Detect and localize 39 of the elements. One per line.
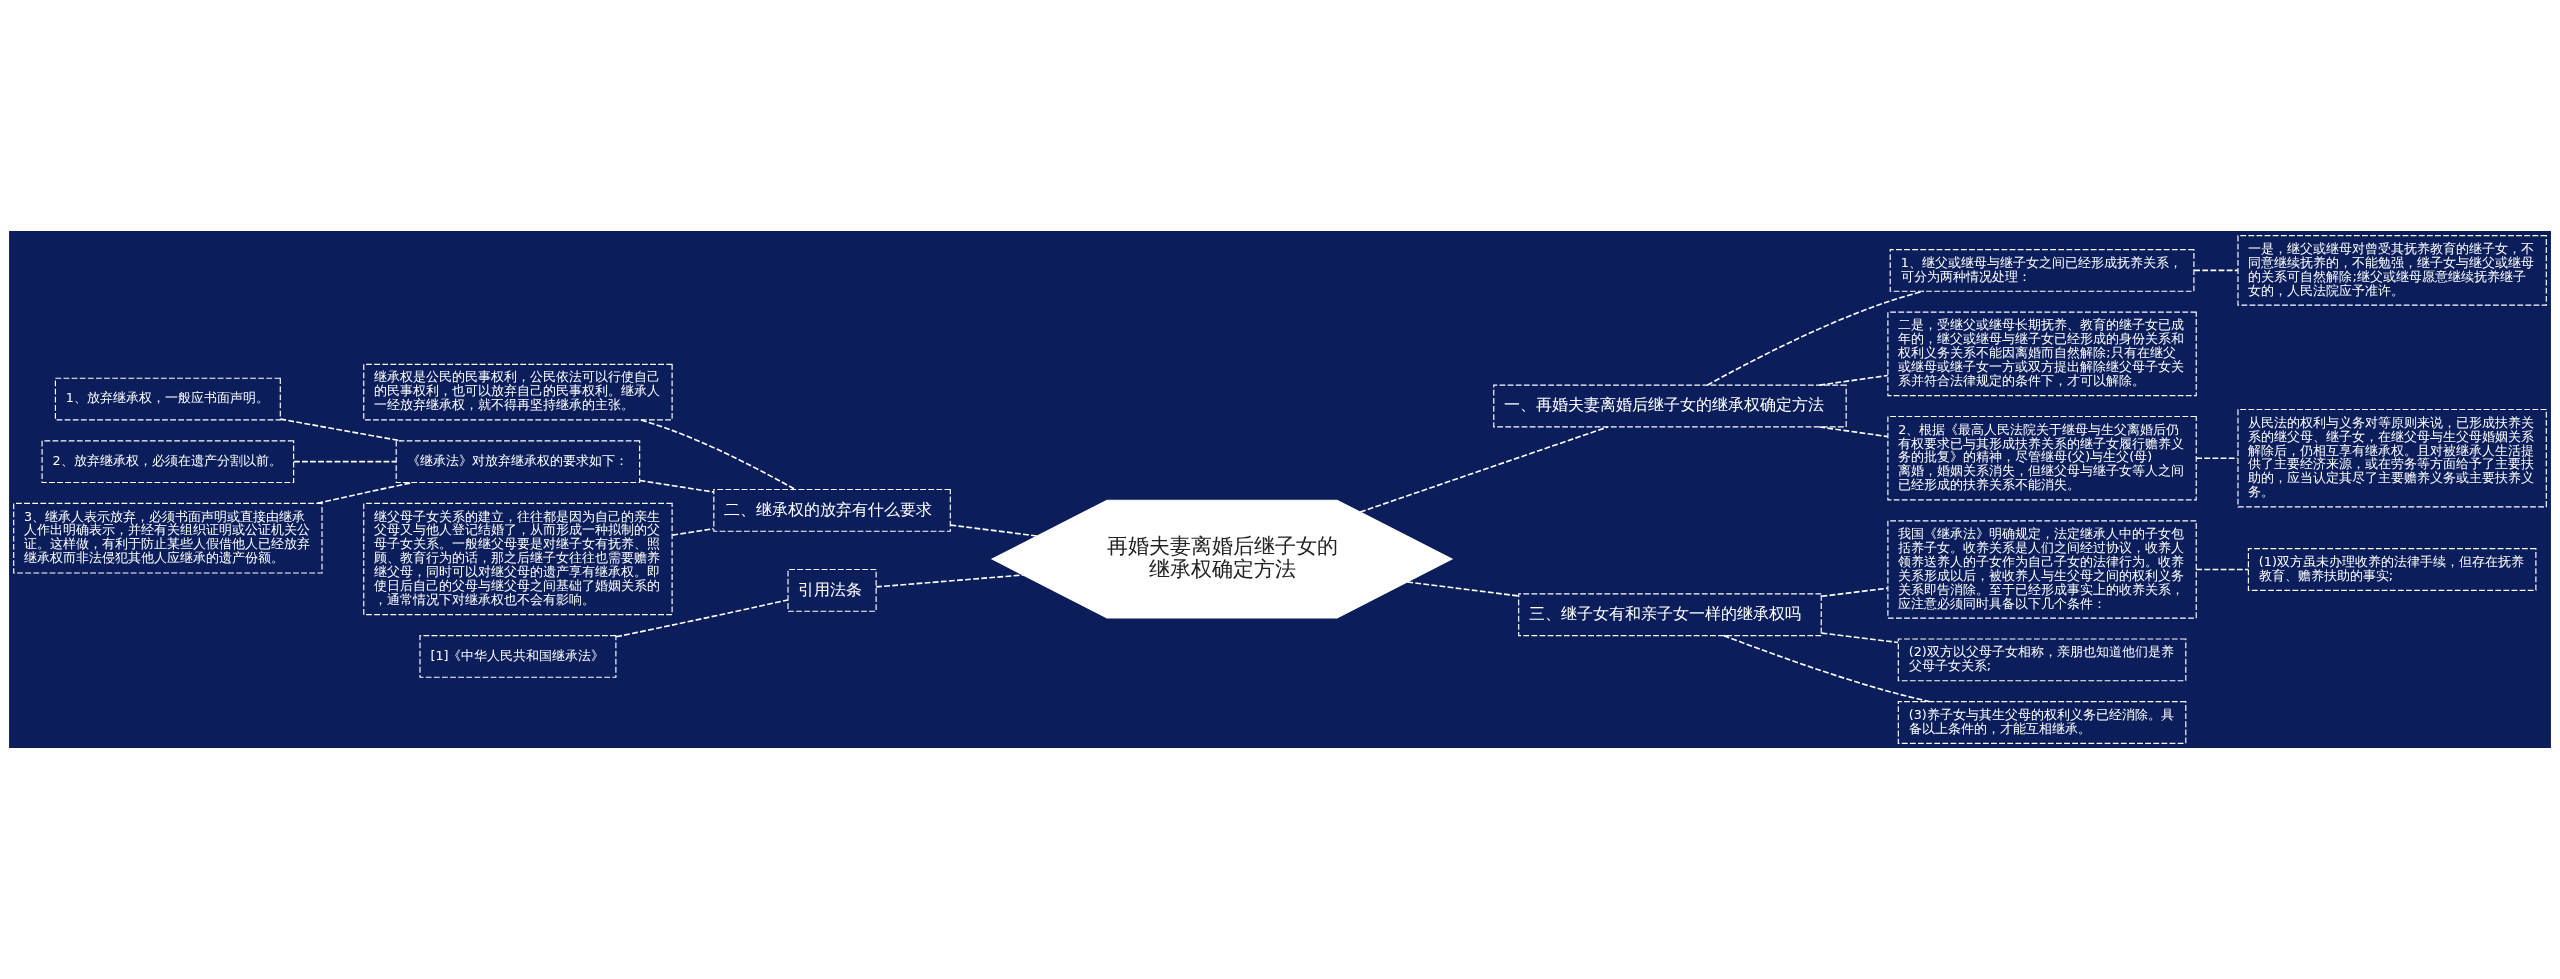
node-box: 三、继子女有和亲子女一样的继承权吗	[1518, 593, 1822, 637]
connector	[1820, 632, 1899, 644]
connector	[1818, 426, 1889, 438]
node-box: 1、放弃继承权，一般应书面声明。	[54, 377, 281, 421]
node-box: 二、继承权的放弃有什么要求	[713, 488, 951, 532]
node-box: 一、再婚夫妻离婚后继子女的继承权确定方法	[1493, 384, 1847, 428]
node-box: 一是，继父或继母对曾受其抚养教育的继子女，不同意继续抚养的，不能勉强，继子女与继父或继母的关系可自然解除;继父或继母愿意继续抚养继子女的，人民法院应予准许。	[2237, 235, 2547, 306]
node-box: 《继承法》对放弃继承权的要求如下：	[395, 440, 641, 484]
connector	[615, 599, 789, 638]
connector	[1818, 374, 1889, 386]
node-box: 二是，受继父或继母长期抚养、教育的继子女已成年的，继父或继母与继子女已经形成的身份关系和权利义务关系不能因离婚而自然解除;只有在继父或继母或继子女一方或双方提出解除继父母子女关系并符合法律规定的条件下，才可以解除。	[1887, 311, 2197, 397]
connector	[1406, 581, 1520, 597]
connector	[1820, 587, 1889, 598]
node-box: (2)双方以父母子女相称，亲朋也知道他们是养父母子女关系;	[1897, 638, 2187, 682]
connector	[1706, 290, 1925, 386]
connector	[638, 479, 715, 493]
connector	[279, 418, 402, 442]
connector	[293, 460, 397, 463]
node-box: 1、继父或继母与继子女之间已经形成抚养关系，可分为两种情况处理：	[1889, 248, 2195, 292]
node-box: 继承权是公民的民事权利，公民依法可以行使自己的民事权利，也可以放弃自己的民事权利。继承人一经放弃继承权，就不得再坚持继承的主张。	[363, 363, 673, 421]
connector	[671, 527, 715, 536]
connector	[1359, 426, 1609, 513]
connector	[949, 524, 1038, 537]
node-box: 2、根据《最高人民法院关于继母与生父离婚后仍有权要求已与其形成扶养关系的继子女履行赡养义务的批复》的精神，尽管继母(父)与生父(母)离婚，婚姻关系消失，但继父母与继子女等人之间已经形成的扶养关系不能消失。	[1887, 415, 2197, 501]
node-box: 3、继承人表示放弃，必须书面声明或直接由继承人作出明确表示，并经有关组织证明或公证机关公证。这样做，有利于防止某些人假借他人已经放弃继承权而非法侵犯其他人应继承的遗产份额。	[13, 502, 323, 574]
connector	[1723, 634, 1931, 703]
node-box: 引用法条	[787, 568, 877, 612]
node-box: 从民法的权利与义务对等原则来说，已形成扶养关系的继父母、继子女，在继父母与生父母婚姻关系解除后，仍相互享有继承权。且对被继承人生活提供了主要经济来源，或在劳务等方面给予了主要扶助的，应当认定其尽了主要赡养义务或主要扶养义务。	[2237, 408, 2547, 508]
node-box: 继父母子女关系的建立，往往都是因为自己的亲生父母又与他人登记结婚了，从而形成一种拟制的父母子女关系。一般继父母要是对继子女有抚养、照顾、教育行为的话，那之后继子女往往也需要赡养继父母，同时可以对继父母的遗产享有继承权。即使日后自己的父母与继父母之间基础了婚姻关系的，通常情况下对继承权也不会有影响。	[363, 502, 673, 616]
node-box: (3)养子女与其生父母的权利义务已经消除。具备以上条件的，才能互相继承。	[1897, 701, 2187, 744]
connector	[2195, 568, 2250, 571]
connector	[875, 574, 1025, 588]
node-box: [1]《中华人民共和国继承法》	[419, 634, 617, 678]
connector	[640, 419, 796, 491]
node-box: 我国《继承法》明确规定，法定继承人中的子女包括养子女。收养关系是人们之间经过协议，收养人领养送养人的子女作为自己子女的法律行为。收养关系形成以后，被收养人与生父母之间的权利义务关系即告消除。至于已经形成事实上的收养关系，应注意必须同时具备以下几个条件：	[1887, 520, 2197, 619]
connector	[2193, 269, 2239, 272]
connector	[316, 481, 414, 505]
node-box: 2、放弃继承权，必须在遗产分割以前。	[41, 440, 295, 484]
node-box: (1)双方虽未办理收养的法律手续，但存在抚养教育、赡养扶助的事实;	[2247, 548, 2537, 591]
